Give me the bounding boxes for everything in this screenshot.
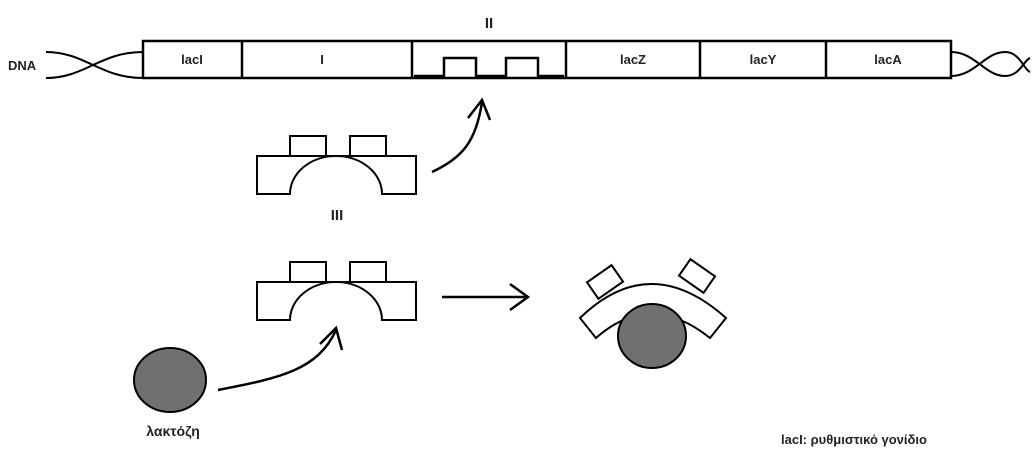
lactose-label: λακτόζη bbox=[146, 423, 200, 439]
segment-lacz-label: lacZ bbox=[620, 52, 646, 67]
segment-laca-label: lacA bbox=[874, 52, 902, 67]
binding-arrow bbox=[431, 97, 492, 174]
segment-lacy-label: lacY bbox=[750, 52, 777, 67]
operator-label: II bbox=[485, 15, 493, 32]
segment-i-label: I bbox=[320, 52, 324, 67]
dna-right-twist bbox=[950, 50, 1031, 78]
lactose-arrow bbox=[217, 325, 344, 392]
repressor-protein bbox=[256, 135, 417, 195]
dna-left-twist bbox=[45, 51, 144, 79]
transition-arrow bbox=[442, 282, 531, 312]
repressor-label: III bbox=[331, 207, 344, 224]
lactose-molecule bbox=[133, 347, 207, 413]
repressor-protein-2 bbox=[256, 261, 417, 321]
dna-label: DNA bbox=[8, 58, 37, 73]
segment-laci-label: lacI bbox=[181, 52, 203, 67]
inactive-repressor-complex bbox=[578, 257, 728, 369]
dna-strip bbox=[141, 39, 953, 80]
operator-site bbox=[414, 56, 564, 78]
legend-text: lacI: ρυθμιστικό γονίδιο bbox=[781, 432, 927, 447]
